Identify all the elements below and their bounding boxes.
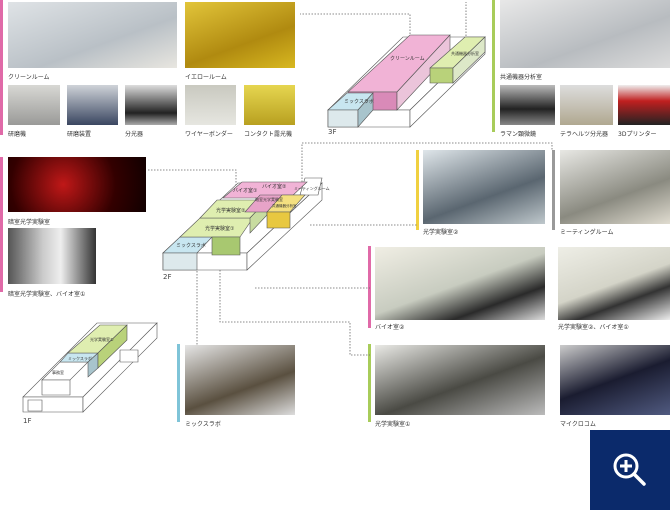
- floor-label: 2F: [163, 273, 171, 281]
- photo-meeting: [560, 150, 670, 224]
- caption: マイクロコム: [560, 421, 596, 428]
- green-bar: [368, 344, 371, 422]
- caption: クリーンルーム: [8, 74, 50, 81]
- room-label: 共通機器分析室: [272, 203, 297, 208]
- caption: 3Dプリンター: [618, 131, 657, 138]
- floor-3f: [327, 34, 486, 128]
- caption: ミーティングルーム: [560, 229, 614, 236]
- pink-bar: [0, 0, 3, 135]
- photo-terahertz: [560, 85, 613, 125]
- pink-bar: [0, 157, 3, 292]
- photo-shared-analysis: [500, 0, 670, 68]
- photo-optics1: [375, 345, 545, 415]
- room-label: ミックスラボ: [176, 242, 206, 249]
- floor-label: 3F: [328, 128, 336, 136]
- caption: 研磨機: [8, 131, 27, 138]
- green-bar: [492, 0, 495, 132]
- caption: コンタクト露光機: [244, 131, 293, 138]
- photo-spectrometer: [125, 85, 177, 125]
- room-label: バイオ室②: [262, 183, 287, 190]
- yellow-bar: [416, 150, 419, 230]
- photo-raman: [500, 85, 555, 125]
- photo-bio2: [375, 247, 545, 320]
- caption: 分光器: [125, 131, 144, 138]
- room-label: 共通機器分析室: [451, 50, 479, 56]
- room-label: クリーンルーム: [390, 56, 425, 62]
- photo-wire-bonder: [185, 85, 236, 125]
- caption: イエロールーム: [185, 74, 227, 81]
- photo-optics2: [423, 150, 545, 224]
- photo-clean-room: [8, 2, 177, 68]
- caption: 研磨装置: [67, 131, 92, 138]
- caption: 共通機器分析室: [500, 74, 543, 81]
- caption: 光学実験室②: [423, 229, 459, 236]
- caption: ラマン顕微鏡: [500, 131, 537, 138]
- connector-lines: [148, 2, 553, 356]
- room-label: 暗室光学実験室: [255, 196, 283, 202]
- room-label: バイオ室①: [233, 187, 258, 194]
- zoom-in-icon: [613, 453, 646, 486]
- caption: ミックスラボ: [185, 421, 221, 428]
- photo-microcomb: [560, 345, 670, 415]
- photo-polisher: [8, 85, 60, 125]
- room-label: ミックスラボ: [68, 355, 92, 361]
- gray-bar: [552, 150, 555, 230]
- photo-dark-optics-bio1: [8, 228, 96, 284]
- photo-optics2-bio1: [558, 247, 670, 320]
- caption: 暗室光学実験室: [8, 219, 51, 226]
- caption: 光学実験室①: [375, 421, 411, 428]
- photo-contact-aligner: [244, 85, 295, 125]
- room-label: 事務室: [52, 369, 64, 375]
- photo-yellow-room: [185, 2, 295, 68]
- caption: バイオ室②: [375, 324, 405, 331]
- room-label: 光学実験室②: [216, 207, 246, 214]
- photo-3d-printer: [618, 85, 670, 125]
- floor-2f: [162, 177, 323, 271]
- caption: ワイヤーボンダー: [185, 131, 233, 138]
- pink-bar: [368, 246, 371, 328]
- room-label: 光学実験室①: [90, 336, 114, 342]
- photo-mixlab: [185, 345, 295, 415]
- room-label: 光学実験室①: [205, 225, 235, 232]
- photo-polishing-device: [67, 85, 118, 125]
- floor-1f: [22, 322, 158, 413]
- room-label: ミーティングルーム: [294, 185, 330, 191]
- blue-bar: [177, 344, 180, 422]
- caption: テラヘルツ分光器: [560, 131, 609, 138]
- caption: 暗室光学実験室、バイオ室①: [8, 291, 86, 298]
- floor-label: 1F: [23, 417, 31, 425]
- caption: 光学実験室②、バイオ室①: [558, 324, 629, 331]
- zoom-button[interactable]: [590, 430, 670, 510]
- photo-dark-optics: [8, 157, 146, 212]
- room-label: ミックスラボ: [344, 98, 374, 105]
